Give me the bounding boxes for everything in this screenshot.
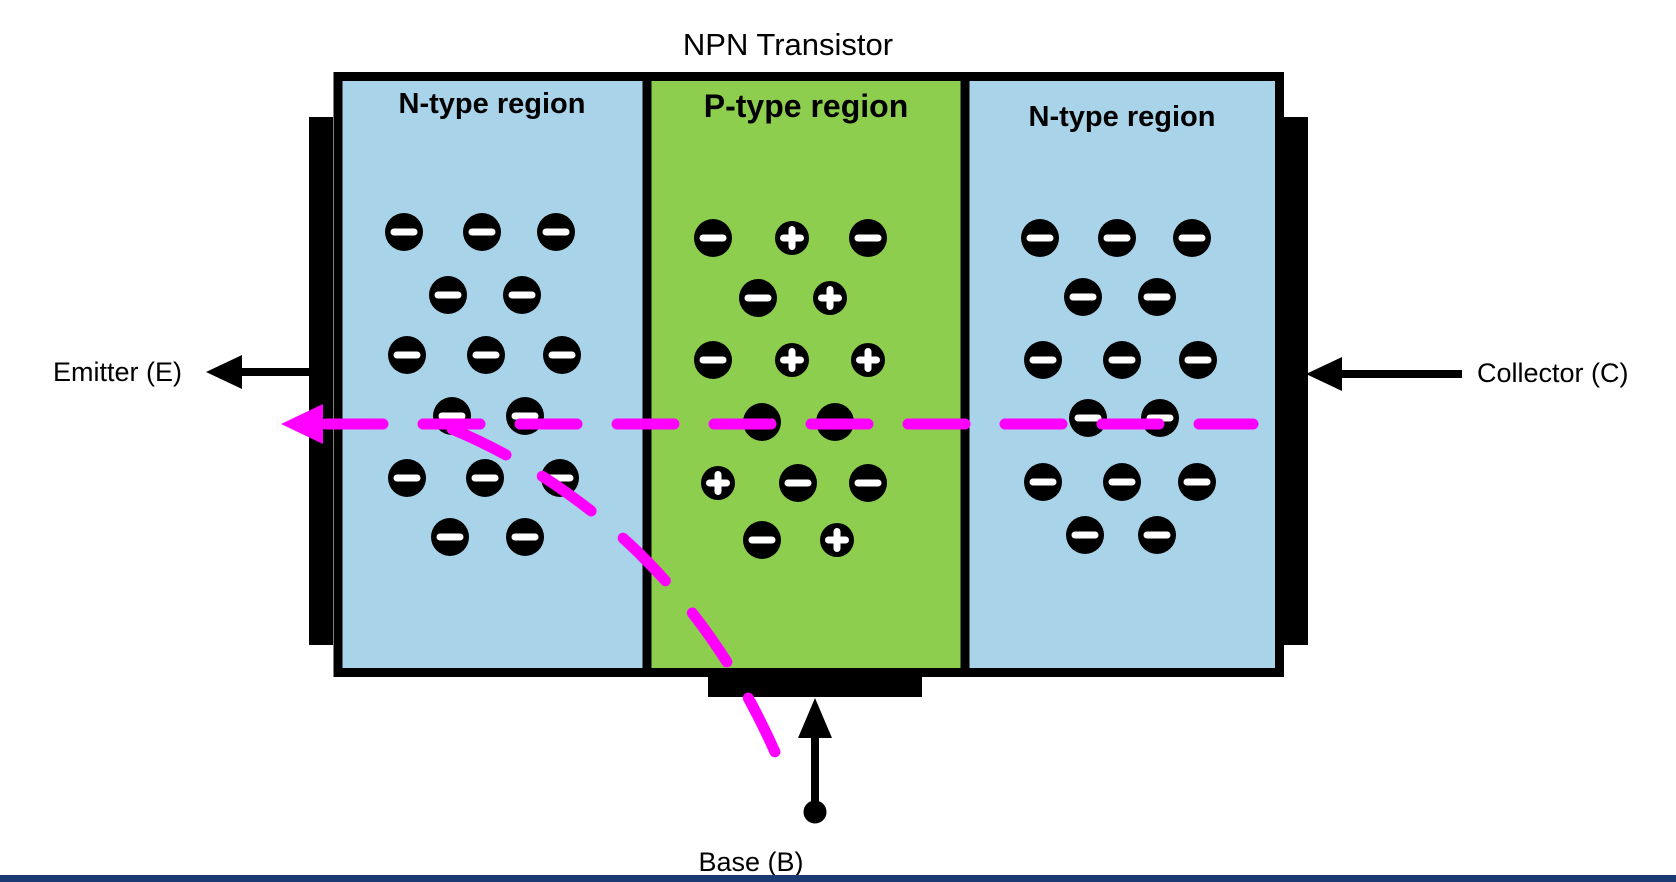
- electron-symbol: [388, 336, 426, 374]
- electron-symbol: [694, 219, 732, 257]
- electron-symbol: [739, 279, 777, 317]
- hole-symbol: [813, 281, 847, 315]
- electron-symbol: [463, 213, 501, 251]
- electron-symbol: [1103, 463, 1141, 501]
- electron-flow-arrowhead: [281, 404, 323, 444]
- electron-symbol: [779, 464, 817, 502]
- electron-symbol: [537, 213, 575, 251]
- electron-flow-base-branch: [446, 423, 781, 758]
- diagram-title: NPN Transistor: [683, 27, 893, 62]
- hole-symbol: [775, 343, 809, 377]
- electron-symbol: [694, 341, 732, 379]
- electron-symbol: [466, 459, 504, 497]
- collector-region-label: N-type region: [1029, 101, 1216, 133]
- electron-symbol: [1178, 463, 1216, 501]
- electron-symbol: [1024, 341, 1062, 379]
- emitter-electrode-bar: [309, 117, 333, 645]
- electron-flow-path: [320, 418, 1259, 758]
- collector-n-region: [960, 72, 1284, 677]
- electron-symbol: [1173, 219, 1211, 257]
- emitter-n-region: [333, 72, 652, 677]
- base-terminal-label: Base (B): [698, 847, 803, 877]
- electron-symbol: [1069, 399, 1107, 437]
- electron-symbol: [1141, 399, 1179, 437]
- slide-bottom-accent-bar: [0, 875, 1676, 882]
- collector-arrow: [1306, 357, 1462, 391]
- emitter-arrow: [206, 355, 310, 389]
- electron-symbol: [849, 219, 887, 257]
- electron-symbol: [1138, 278, 1176, 316]
- electron-symbol: [1021, 219, 1059, 257]
- base-p-region: [642, 72, 970, 677]
- hole-symbol: [820, 523, 854, 557]
- electron-symbol: [467, 336, 505, 374]
- collector-terminal-label: Collector (C): [1477, 358, 1629, 388]
- electron-symbol: [429, 276, 467, 314]
- electron-symbol: [1098, 219, 1136, 257]
- regions: [333, 72, 1284, 677]
- electron-symbol: [503, 276, 541, 314]
- hole-symbol: [851, 343, 885, 377]
- electrodes: [309, 117, 1308, 697]
- electron-symbol: [1138, 516, 1176, 554]
- hole-symbol: [701, 466, 735, 500]
- electron-symbol: [849, 464, 887, 502]
- electron-symbol: [543, 336, 581, 374]
- electron-symbol: [743, 521, 781, 559]
- electron-symbol: [1066, 516, 1104, 554]
- hole-symbol: [775, 221, 809, 255]
- emitter-region-label: N-type region: [399, 88, 586, 120]
- collector-region-carriers: [1021, 219, 1217, 554]
- base-arrow-origin-dot: [803, 800, 827, 824]
- terminal-arrows: [206, 355, 1462, 824]
- electron-symbol: [431, 518, 469, 556]
- electron-symbol: [1024, 463, 1062, 501]
- base-arrow: [798, 698, 832, 824]
- electron-symbol: [1103, 341, 1141, 379]
- base-region-carriers: [694, 219, 887, 559]
- electron-symbol: [388, 459, 426, 497]
- base-region-label: P-type region: [704, 88, 908, 124]
- electron-symbol: [385, 213, 423, 251]
- emitter-terminal-label: Emitter (E): [53, 357, 182, 387]
- collector-electrode-bar: [1284, 117, 1308, 645]
- electron-symbol: [1064, 278, 1102, 316]
- electron-symbol: [1179, 341, 1217, 379]
- electron-symbol: [506, 518, 544, 556]
